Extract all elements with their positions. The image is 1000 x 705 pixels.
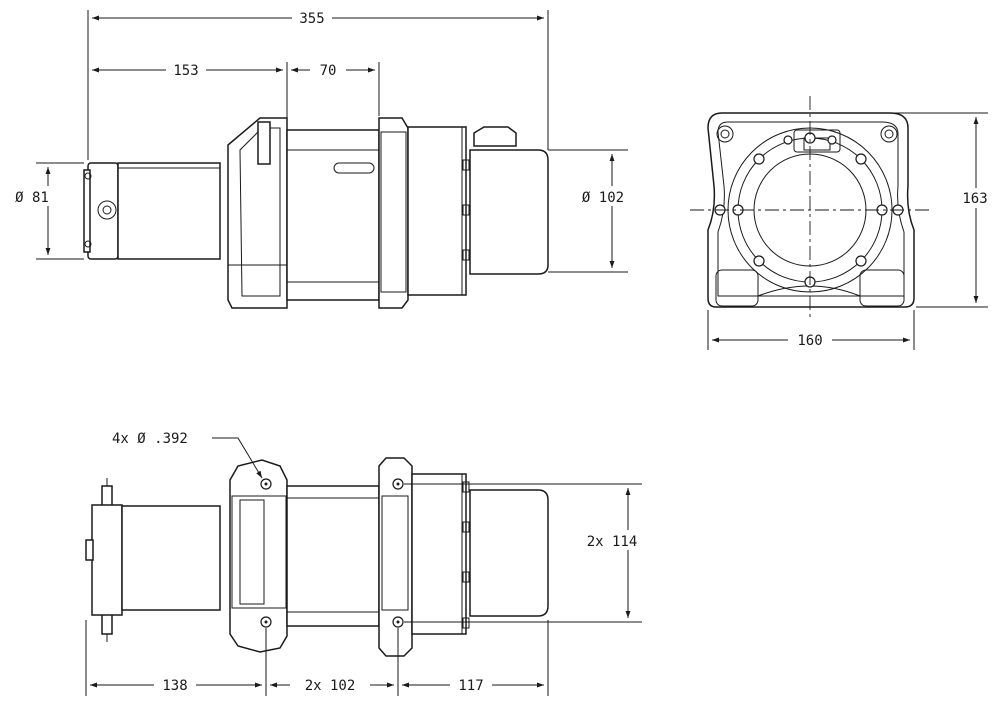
dim-2x102-label: 2x 102 — [305, 678, 356, 694]
side-view-top — [83, 117, 549, 309]
dim-base-spacing: 138 2x 102 117 — [85, 620, 549, 696]
dim-overall-length: 355 — [87, 8, 549, 160]
dim-355-label: 355 — [299, 11, 324, 27]
end-view — [690, 96, 930, 320]
dim-mount-holes: 4x Ø .392 — [112, 431, 263, 479]
dim-motor-drum: 153 70 — [87, 60, 380, 160]
dim-81-label: Ø 81 — [15, 190, 49, 206]
dim-153-label: 153 — [173, 63, 198, 79]
dim-mount-spacing-vertical: 2x 114 — [404, 483, 652, 623]
dim-end-width: 160 — [707, 310, 915, 350]
dim-70-label: 70 — [320, 63, 337, 79]
dim-motor-diameter: Ø 81 — [8, 162, 84, 260]
dim-102-label: Ø 102 — [582, 190, 624, 206]
dim-114-label: 2x 114 — [587, 534, 638, 550]
mount-holes-label: 4x Ø .392 — [112, 431, 188, 447]
dim-end-height: 163 — [890, 112, 996, 308]
plan-view-bottom — [85, 457, 549, 657]
dim-housing-diameter: Ø 102 — [548, 149, 632, 273]
dim-117-label: 117 — [458, 678, 483, 694]
dim-160-label: 160 — [797, 333, 822, 349]
dim-138-label: 138 — [162, 678, 187, 694]
dim-163-label: 163 — [962, 191, 987, 207]
